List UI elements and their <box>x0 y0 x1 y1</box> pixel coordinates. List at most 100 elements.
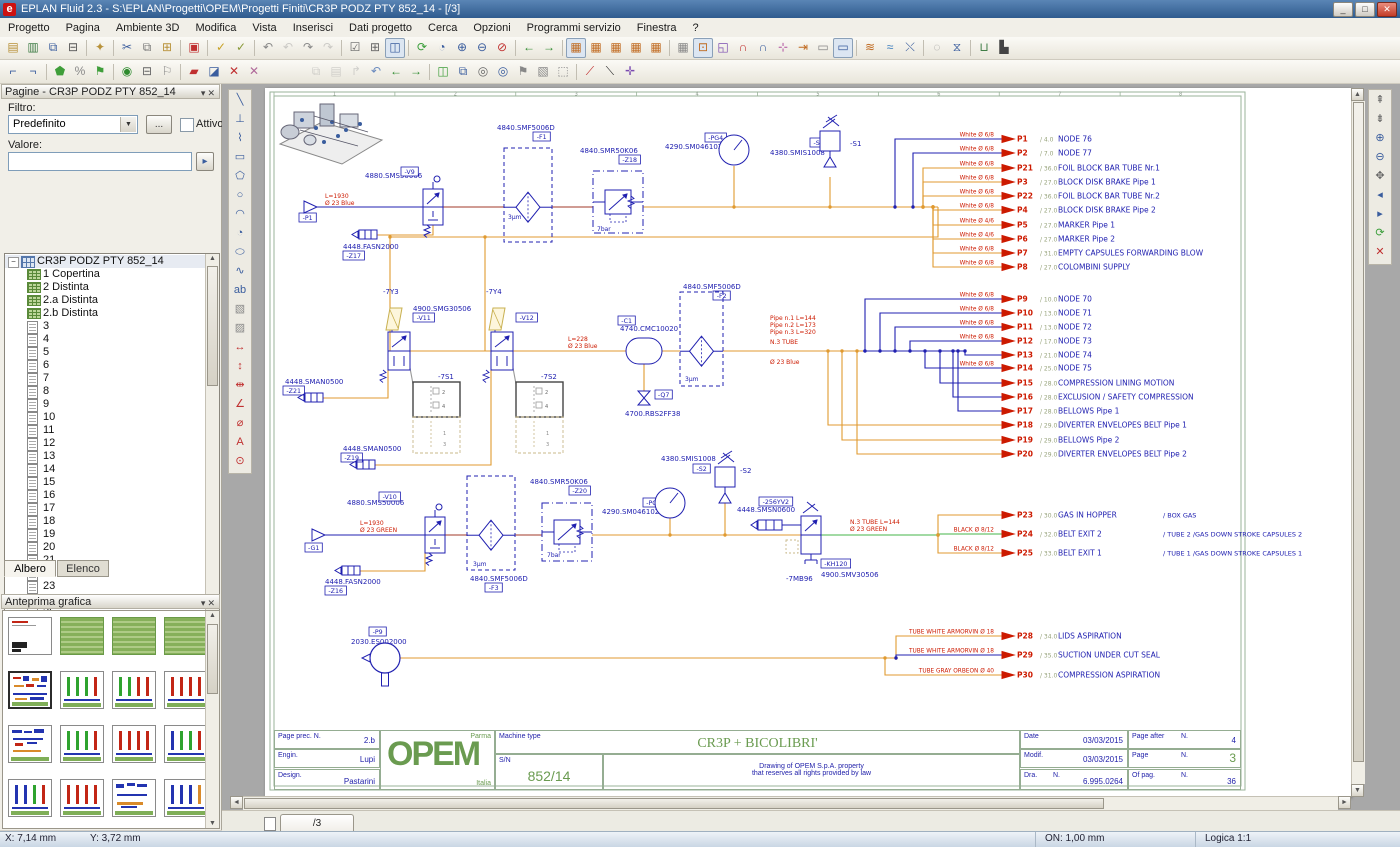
pages-close-icon[interactable]: ✕ <box>207 88 217 98</box>
preview-close-icon[interactable]: ✕ <box>207 598 217 608</box>
wire[interactable] <box>958 351 1002 411</box>
view-pan-icon[interactable]: ✥ <box>1371 168 1389 186</box>
canvas-hscrollbar[interactable] <box>243 796 1338 810</box>
tree-item-1-copertina[interactable]: 1 Copertina <box>5 268 219 281</box>
component-muffler[interactable] <box>352 230 377 239</box>
dim-vertical-icon[interactable]: ↕ <box>231 358 249 376</box>
navigate-device-icon[interactable]: ◪ <box>204 62 224 82</box>
dim-circle-icon[interactable]: ⊙ <box>231 453 249 471</box>
component-gauge[interactable] <box>719 135 749 165</box>
draw-circle-icon[interactable]: ○ <box>231 187 249 205</box>
filter-dropdown-arrow-icon[interactable]: ▼ <box>120 117 136 132</box>
tree-item-6[interactable]: 6 <box>5 359 219 372</box>
tree-item-16[interactable]: 16 <box>5 489 219 502</box>
open-project-icon[interactable]: ▥ <box>23 38 43 58</box>
page-thumbnail[interactable] <box>8 617 52 655</box>
menu-modifica[interactable]: Modifica <box>187 20 244 36</box>
page-thumbnail[interactable] <box>8 725 52 763</box>
wire[interactable] <box>938 534 1002 535</box>
view-next-icon[interactable]: ▸ <box>1371 206 1389 224</box>
thumbs-vscroll-down-icon[interactable]: ▼ <box>206 820 219 827</box>
insert-text-icon[interactable]: ab <box>231 282 249 300</box>
layer-cross-icon[interactable]: ⤬ <box>900 38 920 58</box>
settings-icon[interactable]: ✦ <box>90 38 110 58</box>
menu-ambiente-3d[interactable]: Ambiente 3D <box>108 20 188 36</box>
filter-dropdown[interactable]: Predefinito ▼ <box>8 115 138 134</box>
pneumatic-schematic[interactable]: 12345678White Ø 6/8P1/ 4.0NODE 76White Ø… <box>265 88 1351 797</box>
draw-sector-icon[interactable]: ◔ <box>231 225 249 243</box>
component-regulator[interactable] <box>593 171 643 233</box>
component-iso3d[interactable] <box>280 104 382 164</box>
thumbs-vscrollbar[interactable]: ▲▼ <box>205 611 219 828</box>
drawing-canvas[interactable]: ╲⊥⌇▭⬠○◠◔⬭∿ab▧▨↔↕⇹∠⌀A⊙ ⇞⇟⊕⊖✥◂▸⟳✕ 12345678… <box>222 84 1400 810</box>
page-thumbnail[interactable] <box>112 671 156 709</box>
dim-diameter-icon[interactable]: ⌀ <box>231 415 249 433</box>
input-box-active-icon[interactable]: ▭ <box>833 38 853 58</box>
wire[interactable] <box>880 313 1002 351</box>
copy-icon[interactable]: ⧉ <box>137 38 157 58</box>
connection-corner-icon[interactable]: ⌐ <box>3 62 23 82</box>
menu-finestra[interactable]: Finestra <box>629 20 685 36</box>
draw-ellipse-icon[interactable]: ⬭ <box>231 244 249 262</box>
component-safety[interactable] <box>820 115 840 167</box>
component-subbox[interactable]: 2413 <box>516 382 563 453</box>
close-button[interactable]: ✕ <box>1377 2 1397 17</box>
scale-tool-icon[interactable]: ⧖ <box>947 38 967 58</box>
component-minivalve[interactable] <box>751 520 782 530</box>
drawing-sheet[interactable]: 12345678White Ø 6/8P1/ 4.0NODE 76White Ø… <box>265 88 1351 797</box>
tree-item-17[interactable]: 17 <box>5 502 219 515</box>
tree-expand-icon[interactable]: − <box>8 257 19 268</box>
component-subbox[interactable]: 2413 <box>413 382 460 453</box>
tree-item-9[interactable]: 9 <box>5 398 219 411</box>
menu-programmi-servizio[interactable]: Programmi servizio <box>519 20 629 36</box>
page-thumbnail[interactable] <box>112 617 156 655</box>
check-project-icon[interactable]: ✓ <box>211 38 231 58</box>
component-filter[interactable] <box>680 292 723 386</box>
draw-arc-icon[interactable]: ◠ <box>231 206 249 224</box>
dim-linear-icon[interactable]: ↔ <box>231 339 249 357</box>
tree-item-18[interactable]: 18 <box>5 515 219 528</box>
layer-blue-icon[interactable]: ≈ <box>880 38 900 58</box>
design-mode-icon[interactable]: ◱ <box>713 38 733 58</box>
draw-line-icon[interactable]: ╲ <box>231 92 249 110</box>
tree-item-2-b-distinta[interactable]: 2.b Distinta <box>5 307 219 320</box>
page-thumbnail[interactable] <box>60 671 104 709</box>
draw-polyline-icon[interactable]: ⌇ <box>231 130 249 148</box>
plugin-icon[interactable]: ⬟ <box>50 62 70 82</box>
menu-vista[interactable]: Vista <box>244 20 284 36</box>
view-page-down-icon[interactable]: ⇟ <box>1371 111 1389 129</box>
component-gauge[interactable] <box>655 488 685 518</box>
menu-opzioni[interactable]: Opzioni <box>465 20 518 36</box>
tree-item-5[interactable]: 5 <box>5 346 219 359</box>
dim-text-icon[interactable]: A <box>231 434 249 452</box>
value-go-button[interactable]: ▸ <box>196 152 214 171</box>
page-thumbnail[interactable] <box>164 725 208 763</box>
menu-progetto[interactable]: Progetto <box>0 20 58 36</box>
magnet-red-icon[interactable]: ∩ <box>733 38 753 58</box>
view-zoom-out-icon[interactable]: ⊖ <box>1371 149 1389 167</box>
view-forward-icon[interactable]: → <box>406 62 426 82</box>
grid-toggle-icon[interactable]: ▦ <box>673 38 693 58</box>
tree-item-12[interactable]: 12 <box>5 437 219 450</box>
image-tool-icon[interactable]: ▧ <box>533 62 553 82</box>
hscroll-right-arrow[interactable]: ► <box>1338 796 1351 809</box>
window-new-icon[interactable]: ◫ <box>433 62 453 82</box>
filter-browse-button[interactable]: ... <box>146 115 172 134</box>
wire[interactable] <box>360 553 425 571</box>
device-flag-icon[interactable]: ⚐ <box>157 62 177 82</box>
wire[interactable] <box>923 168 1002 207</box>
paste-icon[interactable]: ⊞ <box>157 38 177 58</box>
menu--[interactable]: ? <box>685 20 707 36</box>
tree-item-10[interactable]: 10 <box>5 411 219 424</box>
page-thumbnail[interactable] <box>8 779 52 817</box>
device-graph-icon[interactable]: ▙ <box>994 38 1014 58</box>
pointer-red-icon[interactable]: ⟋ <box>580 62 600 82</box>
view-close-icon[interactable]: ✕ <box>1371 244 1389 262</box>
tree-root[interactable]: −CR3P PODZ PTY 852_14 <box>5 255 219 268</box>
preview-panel-header[interactable]: Anteprima grafica ▾✕ <box>1 594 220 609</box>
device-box-icon[interactable]: ⊟ <box>137 62 157 82</box>
zoom-in-icon[interactable]: ⊕ <box>452 38 472 58</box>
flag-green-icon[interactable]: ⚑ <box>90 62 110 82</box>
copy-page-icon[interactable]: ⧉ <box>43 38 63 58</box>
page-thumbnail[interactable] <box>164 671 208 709</box>
